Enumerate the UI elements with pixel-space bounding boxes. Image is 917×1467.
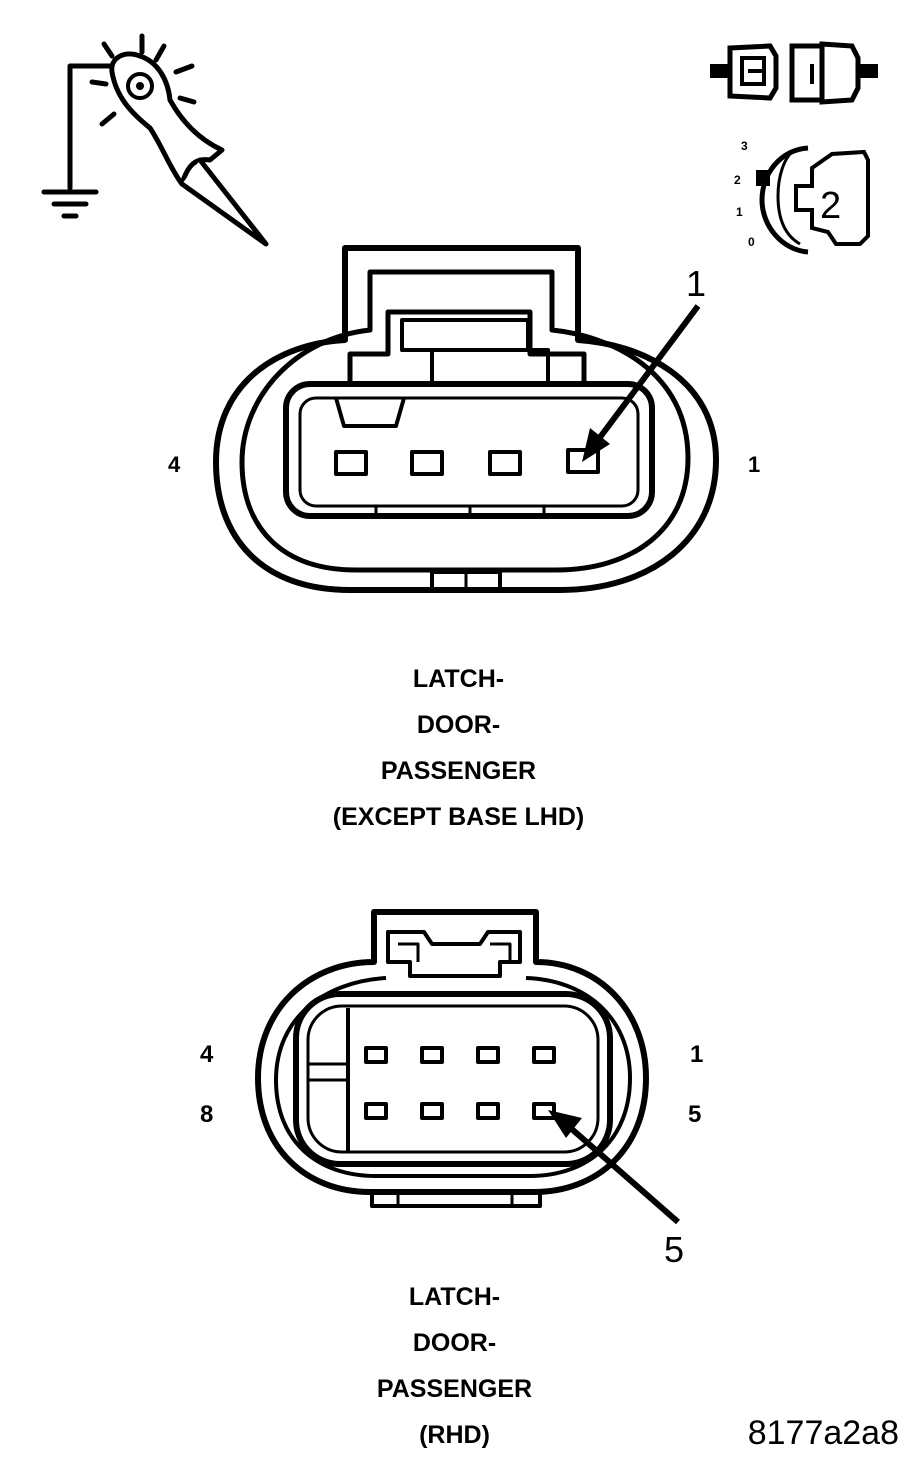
callout-label: 1	[686, 263, 706, 304]
caption-line: LATCH-	[412, 665, 505, 693]
ignition-key-icon: 2 3 2 1 0	[734, 139, 870, 255]
ignition-position-label: 3	[741, 139, 748, 153]
disconnected-connector-icon	[710, 41, 878, 105]
test-light-probe-icon	[67, 33, 269, 247]
pin-label-bottom-right: 5	[688, 1101, 701, 1128]
caption-line: DOOR-	[412, 1329, 497, 1357]
callout-label: 5	[664, 1229, 684, 1270]
ignition-position-label: 2	[734, 173, 741, 187]
ground-icon	[41, 189, 99, 219]
caption-line: (EXCEPT BASE LHD)	[332, 803, 585, 831]
pin-label-right: 1	[748, 452, 760, 477]
pin-label-bottom-left: 8	[200, 1101, 213, 1128]
caption-line: LATCH-	[408, 1283, 501, 1311]
pin-label-left: 4	[168, 452, 181, 477]
ignition-key-position: 2	[820, 185, 841, 227]
figure-id: 8177a2a8	[747, 1414, 899, 1452]
pin-label-top-right: 1	[690, 1041, 703, 1068]
ignition-position-label: 1	[736, 205, 743, 219]
connector-top	[213, 245, 719, 593]
callout-arrow-pin-5	[548, 1110, 680, 1225]
caption-line: PASSENGER	[376, 1375, 533, 1403]
ignition-position-label: 0	[748, 235, 755, 249]
connector-bottom-caption: LATCH- DOOR- PASSENGER (RHD)	[0, 1274, 913, 1458]
pin-label-top-left: 4	[200, 1041, 214, 1068]
caption-line: PASSENGER	[380, 757, 537, 785]
callout-arrow-pin-1	[582, 304, 701, 462]
connector-top-caption: LATCH- DOOR- PASSENGER (EXCEPT BASE LHD)	[0, 656, 917, 840]
caption-line: (RHD)	[419, 1421, 490, 1449]
caption-line: DOOR-	[416, 711, 501, 739]
connector-bottom	[255, 909, 649, 1208]
